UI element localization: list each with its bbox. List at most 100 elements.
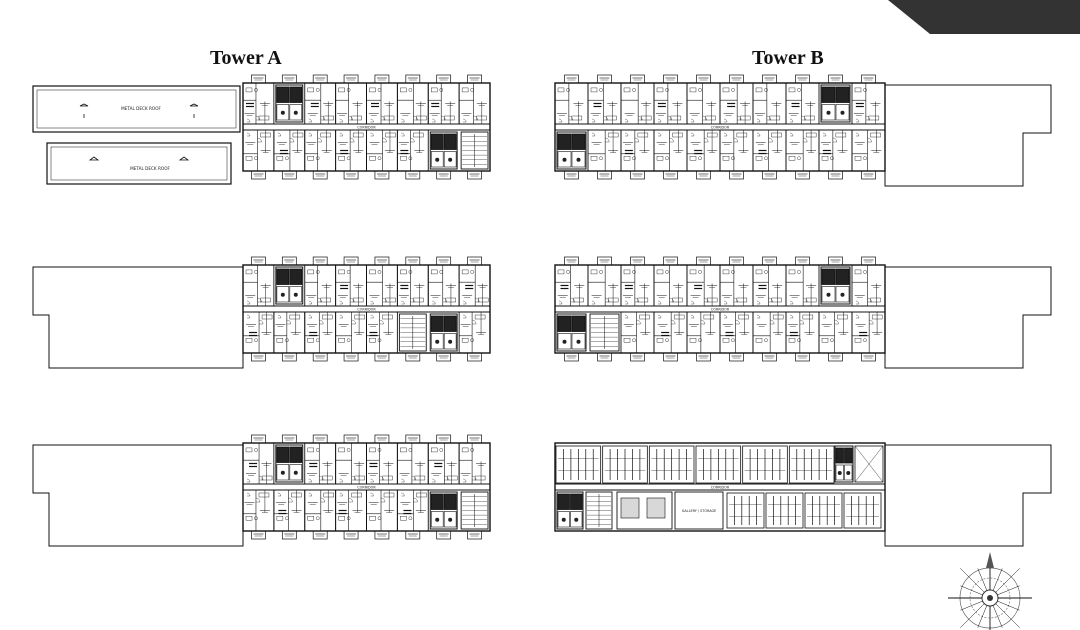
apartment-unit: [335, 311, 367, 354]
compass-spoke: [960, 585, 983, 596]
apartment-unit: [785, 264, 820, 307]
door-swing: [723, 300, 728, 305]
door-swing: [401, 132, 405, 137]
apartment-unit: [242, 264, 275, 307]
tower-b-title: Tower B: [752, 47, 824, 69]
fixture: [731, 156, 735, 161]
balcony-tag: [828, 352, 843, 362]
apartment-unit: [587, 129, 622, 172]
balcony-tag: [436, 170, 452, 180]
fixture: [830, 156, 834, 161]
apartment-unit: [752, 264, 787, 307]
door-swing: [634, 297, 640, 303]
apartment-unit: [242, 489, 275, 532]
door-swing: [733, 297, 739, 303]
fixture: [632, 88, 636, 92]
fixture: [764, 156, 768, 161]
door-swing: [277, 132, 282, 137]
slab-outline: [32, 266, 244, 369]
fixture: [254, 448, 258, 452]
fixture: [254, 338, 258, 343]
apartment-unit: [366, 311, 398, 354]
balcony-tag: [597, 256, 612, 266]
door-swing: [657, 314, 662, 319]
podium-slab-outline: [32, 266, 244, 369]
apartment-unit: [653, 82, 688, 125]
door-swing: [401, 492, 405, 497]
door-swing: [768, 137, 773, 143]
balcony-tag: [564, 170, 579, 180]
fixture: [377, 516, 382, 521]
lift-mark: [562, 339, 567, 344]
balcony-tag: [762, 256, 777, 266]
lift-core: [556, 313, 587, 352]
apartment-unit: [554, 264, 589, 307]
fixture: [285, 156, 289, 161]
door-swing: [259, 319, 264, 325]
door-swing: [634, 137, 640, 143]
fixture: [315, 88, 320, 92]
lift-core: [429, 491, 458, 530]
compass-spoke: [997, 585, 1020, 596]
lift-core: [820, 266, 851, 305]
lift-core: [429, 313, 458, 352]
door-swing: [605, 297, 610, 303]
door-swing: [855, 314, 860, 319]
balcony-tag: [251, 170, 266, 180]
door-swing: [803, 137, 808, 143]
compass-spoke: [960, 603, 985, 628]
fixture: [764, 88, 768, 92]
door-swing: [308, 314, 312, 319]
door-swing: [737, 115, 742, 121]
apartment-unit: [335, 129, 367, 172]
fixture: [731, 270, 735, 274]
compass-spoke: [995, 603, 1020, 628]
door-swing: [869, 319, 874, 325]
balcony-tag: [597, 170, 612, 180]
door-swing: [667, 115, 673, 121]
fixture: [698, 338, 702, 343]
lift-mark: [840, 110, 845, 115]
door-swing: [379, 475, 384, 481]
lift-mark: [826, 110, 831, 115]
balcony-tag: [630, 170, 645, 180]
compass-center: [987, 595, 993, 601]
gallery-room: GALLERY / STORAGE: [674, 491, 724, 530]
door-swing: [317, 297, 322, 303]
apartment-unit: [396, 489, 429, 532]
stair-core: [585, 491, 613, 530]
balcony-tag: [374, 74, 390, 84]
door-swing: [605, 137, 610, 143]
apartment-unit: [366, 82, 398, 125]
lift-mark: [448, 517, 453, 522]
door-swing: [832, 137, 838, 143]
gallery-label: GALLERY / STORAGE: [682, 509, 717, 513]
fixture: [254, 270, 258, 274]
door-swing: [472, 475, 477, 481]
apartment-unit: [752, 311, 787, 354]
apartment-unit: [242, 82, 275, 125]
balcony-tag: [564, 256, 579, 266]
door-swing: [799, 319, 805, 325]
door-swing: [591, 118, 596, 123]
door-swing: [463, 118, 467, 123]
fixture: [377, 270, 382, 274]
balcony-tag: [312, 530, 328, 540]
fixture: [377, 156, 382, 161]
door-swing: [339, 300, 343, 305]
balcony-tag: [281, 74, 297, 84]
apartment-unit: [242, 442, 275, 485]
door-swing: [444, 475, 449, 481]
balcony-tag: [696, 170, 711, 180]
storage-racks: [742, 445, 788, 484]
door-swing: [246, 132, 251, 137]
balcony-tag: [405, 256, 421, 266]
residential-floor: CORRIDOR: [242, 434, 491, 540]
apartment-unit: [620, 264, 655, 307]
door-swing: [603, 115, 608, 121]
lift-core: [820, 84, 851, 123]
corridor-label: CORRIDOR: [357, 308, 376, 312]
fixture: [632, 270, 636, 274]
